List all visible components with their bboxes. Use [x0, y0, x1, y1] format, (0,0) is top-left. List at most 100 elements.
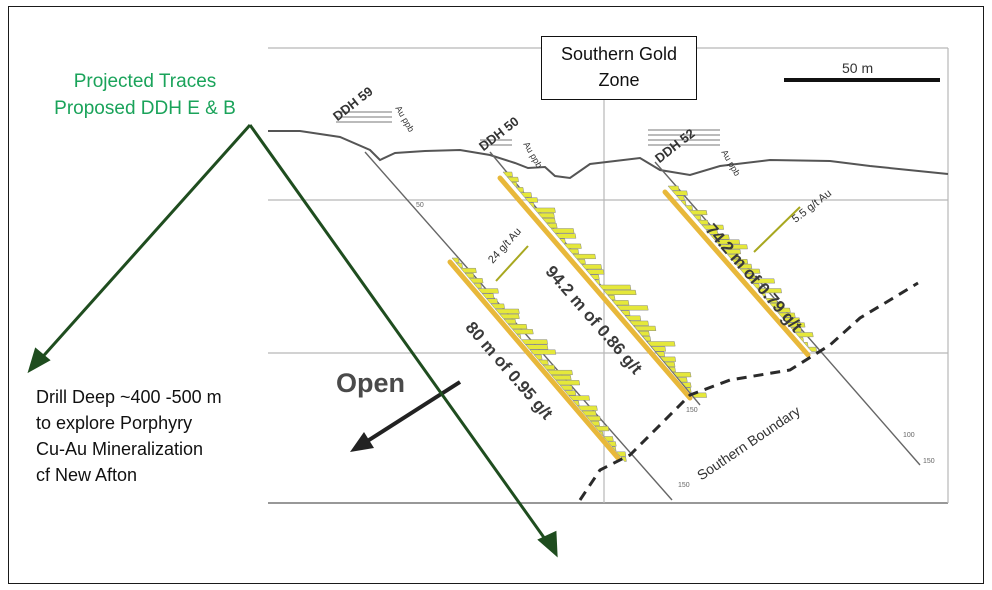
histogram-bar: [468, 278, 484, 284]
histogram-bar: [672, 372, 692, 378]
svg-text:100: 100: [903, 432, 915, 439]
histogram-bar: [520, 339, 548, 345]
histogram-bar: [663, 361, 676, 367]
histogram-bar: [701, 224, 725, 230]
assay-histograms: [451, 171, 818, 462]
histogram-bar: [764, 298, 778, 303]
histogram-bar: [747, 278, 776, 284]
histogram-bar: [794, 332, 814, 338]
histogram-bar: [585, 269, 605, 275]
histogram-bar: [646, 341, 676, 347]
drill-note-line2: to explore Porphyry: [36, 413, 193, 433]
peak-assay-spikes: [495, 206, 801, 282]
histogram-bar: [602, 436, 614, 442]
histogram-bar: [533, 207, 556, 213]
histogram-bar: [684, 205, 693, 211]
histogram-bar: [486, 298, 499, 304]
histogram-bar: [692, 215, 702, 220]
histogram-bar: [790, 327, 802, 333]
histogram-bar: [503, 318, 517, 325]
histogram-bar: [607, 441, 617, 447]
histogram-bar: [615, 451, 627, 457]
histogram-bar: [585, 415, 601, 421]
histogram-bar: [524, 344, 549, 350]
zone-title-line1: Southern Gold: [560, 44, 678, 64]
scale-label: 50 m: [842, 60, 874, 76]
southern-gold-zone-box: Southern Gold Zone: [541, 36, 697, 100]
histogram-bar: [451, 257, 460, 263]
projected-traces-line2: Proposed DDH E & B: [54, 98, 236, 119]
svg-text:150: 150: [923, 458, 935, 465]
histogram-bar: [620, 456, 627, 462]
histogram-bar: [798, 337, 804, 342]
histogram-bar: [550, 375, 572, 381]
histogram-bar: [516, 334, 522, 340]
histogram-bar: [499, 313, 520, 319]
histogram-bar: [455, 262, 463, 268]
histogram-bar: [802, 341, 809, 347]
histogram-bar: [572, 400, 580, 406]
histogram-bar: [550, 228, 575, 234]
histogram-bar: [594, 279, 601, 285]
histogram-bar: [559, 238, 566, 244]
histogram-bar: [581, 264, 603, 270]
histogram-bar: [529, 349, 557, 355]
histogram-bar: [464, 273, 475, 279]
histogram-bar: [607, 295, 616, 301]
histogram-bar: [572, 253, 596, 260]
histogram-bar: [546, 223, 558, 229]
histogram-bar: [528, 202, 535, 208]
histogram-bar: [688, 210, 708, 216]
histogram-bar: [722, 249, 742, 255]
open-label: Open: [336, 368, 406, 398]
histogram-bar: [714, 239, 741, 245]
mineralized-intercepts: [447, 175, 811, 461]
histogram-bar: [481, 293, 495, 299]
histogram-bar: [650, 346, 667, 352]
histogram-bar: [726, 254, 740, 259]
projected-traces-line1: Projected Traces: [73, 71, 217, 92]
histogram-bar: [752, 283, 760, 289]
zone-title-line2: Zone: [598, 70, 640, 90]
histogram-bar: [598, 284, 632, 290]
histogram-bar: [490, 303, 505, 309]
histogram-bar: [781, 317, 801, 323]
histogram-bar: [563, 390, 577, 396]
histogram-bar: [624, 315, 642, 321]
histogram-bar: [594, 426, 610, 432]
open-arrow: [350, 380, 462, 452]
histogram-bar: [637, 330, 650, 337]
histogram-bar: [620, 310, 631, 316]
histogram-bar: [537, 359, 549, 365]
histogram-bar: [542, 364, 556, 370]
histogram-bar: [756, 288, 782, 294]
histogram-bar: [675, 195, 685, 201]
histogram-bar: [615, 305, 649, 311]
histogram-bar: [602, 289, 637, 296]
southern-boundary-line: [578, 281, 919, 501]
projected-trace-arrows: [27, 123, 558, 558]
depth-ticks: 50 150 150 100 150: [416, 202, 935, 489]
histogram-bar: [589, 274, 600, 280]
svg-text:150: 150: [686, 407, 698, 414]
histogram-bar: [611, 300, 630, 306]
histogram-bar: [709, 234, 730, 240]
histogram-bar: [494, 308, 520, 314]
histogram-bar: [681, 382, 692, 388]
histogram-bar: [515, 187, 525, 193]
histogram-bar: [685, 387, 692, 393]
histogram-bar: [567, 248, 580, 254]
histogram-bar: [598, 431, 604, 437]
histogram-bar: [668, 366, 676, 373]
histogram-bar: [735, 263, 753, 269]
drill-note-line1: Drill Deep ~400 -500 m: [36, 387, 222, 407]
histogram-bar: [568, 395, 591, 401]
histogram-bar: [512, 329, 534, 335]
histogram-bar: [563, 243, 582, 249]
histogram-bar: [807, 346, 818, 352]
section-grid: [268, 47, 949, 504]
drill-deep-note: Drill Deep ~400 -500 m to explore Porphy…: [36, 384, 276, 488]
histogram-bar: [581, 410, 597, 416]
histogram-bar: [777, 312, 796, 318]
